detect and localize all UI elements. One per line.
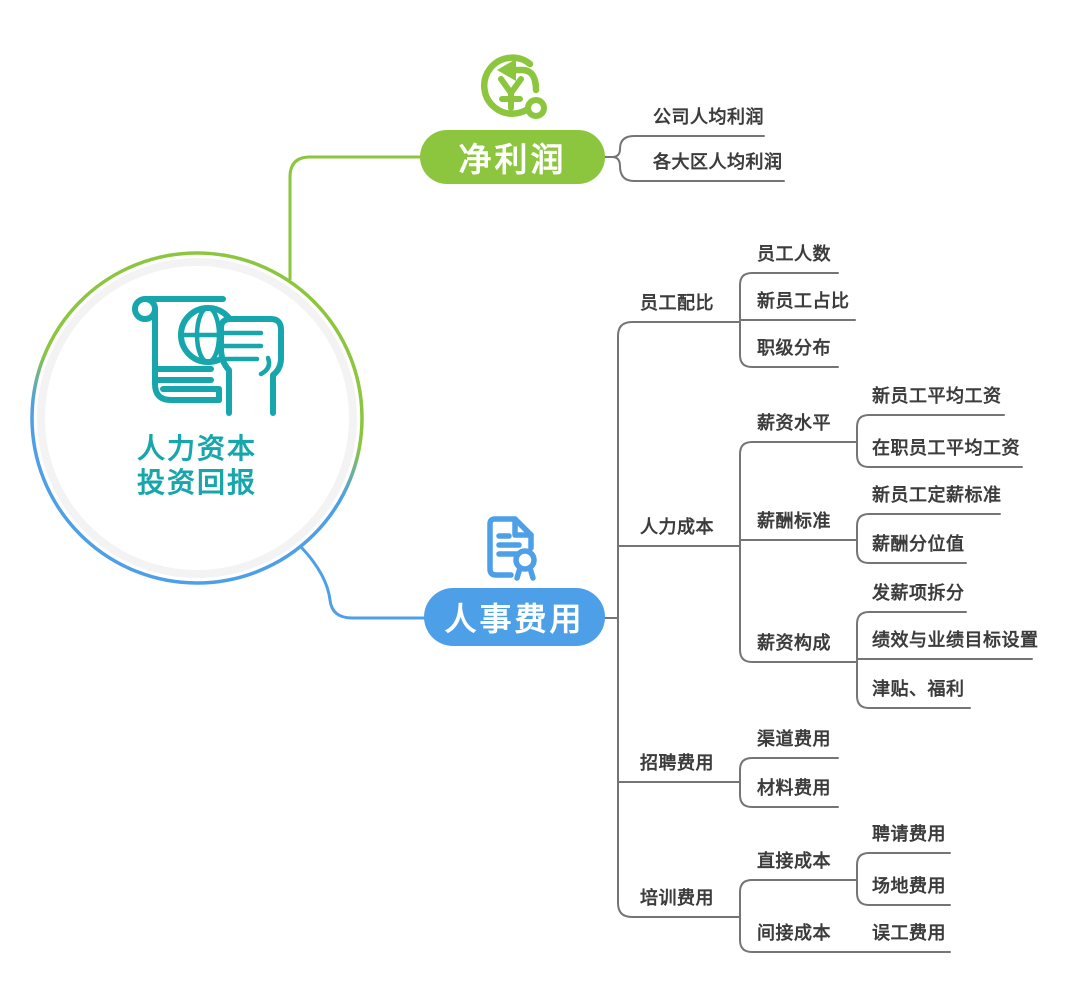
mindmap-node[interactable]: 薪资水平 [757,413,831,433]
bracket-recruiting-cost [739,757,839,808]
mindmap-node[interactable]: 绩效与业绩目标设置 [872,630,1039,650]
mindmap-node[interactable]: 培训费用 [640,888,714,908]
bracket-labor-cost [739,441,858,663]
mindmap-node[interactable]: 公司人均利润 [653,107,764,127]
mindmap-node[interactable]: 新员工占比 [757,291,850,311]
mindmap-node[interactable]: 薪资构成 [757,633,831,653]
mindmap-node[interactable]: 员工人数 [757,244,831,264]
mindmap-node[interactable]: 新员工定薪标准 [872,485,1002,505]
bracket-salary-level [856,414,1023,468]
mindmap-node[interactable]: 在职员工平均工资 [872,438,1020,458]
mindmap-node[interactable]: 薪酬分位值 [872,534,965,554]
root-node-label[interactable]: 人力资本 投资回报 [47,432,347,500]
mindmap-node[interactable]: 津贴、福利 [872,679,965,699]
connector-root-to-net-profit [288,155,422,281]
mindmap-node[interactable]: 发薪项拆分 [872,583,965,603]
mindmap-node[interactable]: 薪酬标准 [757,511,831,531]
mindmap-node[interactable]: 间接成本 [757,923,831,943]
mindmap-node[interactable]: 人力成本 [640,517,714,537]
mindmap-node[interactable]: 各大区人均利润 [653,152,783,172]
mindmap-node[interactable]: 误工费用 [872,923,946,943]
central-circle-inner-ring [37,258,357,578]
mindmap-node[interactable]: 招聘费用 [640,753,714,773]
root-label-line1: 人力资本 [136,433,257,464]
mindmap-node[interactable]: 场地费用 [872,876,946,896]
document-award-icon [487,516,537,581]
connector-root-to-personnel-cost [300,546,426,620]
mindmap-node[interactable]: 渠道费用 [757,729,831,749]
mindmap-node[interactable]: 材料费用 [757,778,831,798]
mindmap-node[interactable]: 直接成本 [757,851,831,871]
branch-node-net-profit[interactable]: 净利润 [420,130,605,184]
currency-return-icon [481,54,547,119]
bracket-pay-standard [856,513,1001,564]
fork-net-profit-down [604,156,785,182]
mindmap-node[interactable]: 聘请费用 [872,824,946,844]
bracket-training-cost [739,879,951,953]
trunk-personnel-cost [617,321,741,918]
mindmap-node[interactable]: 员工配比 [640,293,714,313]
mindmap-node[interactable]: 职级分布 [757,338,831,358]
branch-node-personnel-cost[interactable]: 人事费用 [424,588,605,646]
bracket-direct-cost [856,852,951,906]
root-label-line2: 投资回报 [136,467,257,498]
mindmap-node[interactable]: 新员工平均工资 [872,386,1002,406]
scroll-globe-fist-icon [132,296,284,416]
